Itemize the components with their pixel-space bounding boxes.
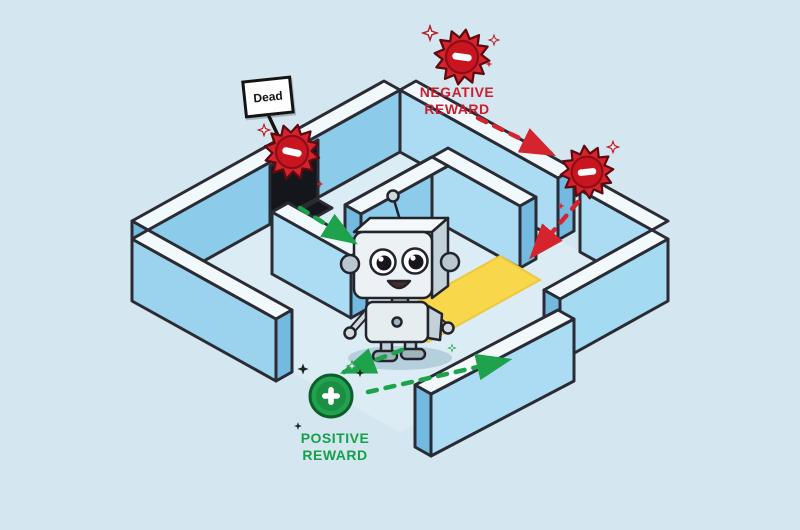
dead-sign: Dead bbox=[241, 75, 295, 119]
negative-gear-top-icon bbox=[429, 24, 495, 90]
red-arrow-to-gear bbox=[475, 115, 557, 157]
negative-reward-line2: REWARD bbox=[424, 100, 490, 117]
red-arrow-into-maze bbox=[529, 199, 581, 260]
positive-reward-line1: POSITIVE bbox=[300, 430, 370, 446]
positive-badge-icon bbox=[308, 373, 354, 419]
dead-sign-text: Dead bbox=[252, 88, 284, 106]
green-arrow-to-positive bbox=[339, 347, 405, 375]
robot-right-ear bbox=[439, 251, 461, 273]
positive-reward-label: POSITIVE REWARD bbox=[272, 430, 398, 463]
robot-mouth bbox=[386, 279, 412, 290]
robot-right-hand bbox=[441, 321, 455, 335]
reward-arrows bbox=[297, 115, 581, 395]
robot-left-ear bbox=[339, 253, 361, 275]
green-arrow-exit bbox=[365, 353, 513, 395]
wall-bottom-left bbox=[130, 228, 294, 383]
negative-reward-label: NEGATIVE REWARD bbox=[394, 84, 520, 117]
robot-left-hand bbox=[343, 326, 357, 340]
green-arrow-door bbox=[297, 205, 358, 245]
negative-reward-line1: NEGATIVE bbox=[419, 84, 495, 100]
robot-antenna bbox=[392, 199, 402, 221]
robot-eyes bbox=[369, 247, 429, 276]
positive-reward-line2: REWARD bbox=[302, 446, 368, 463]
robot-character bbox=[339, 189, 461, 363]
